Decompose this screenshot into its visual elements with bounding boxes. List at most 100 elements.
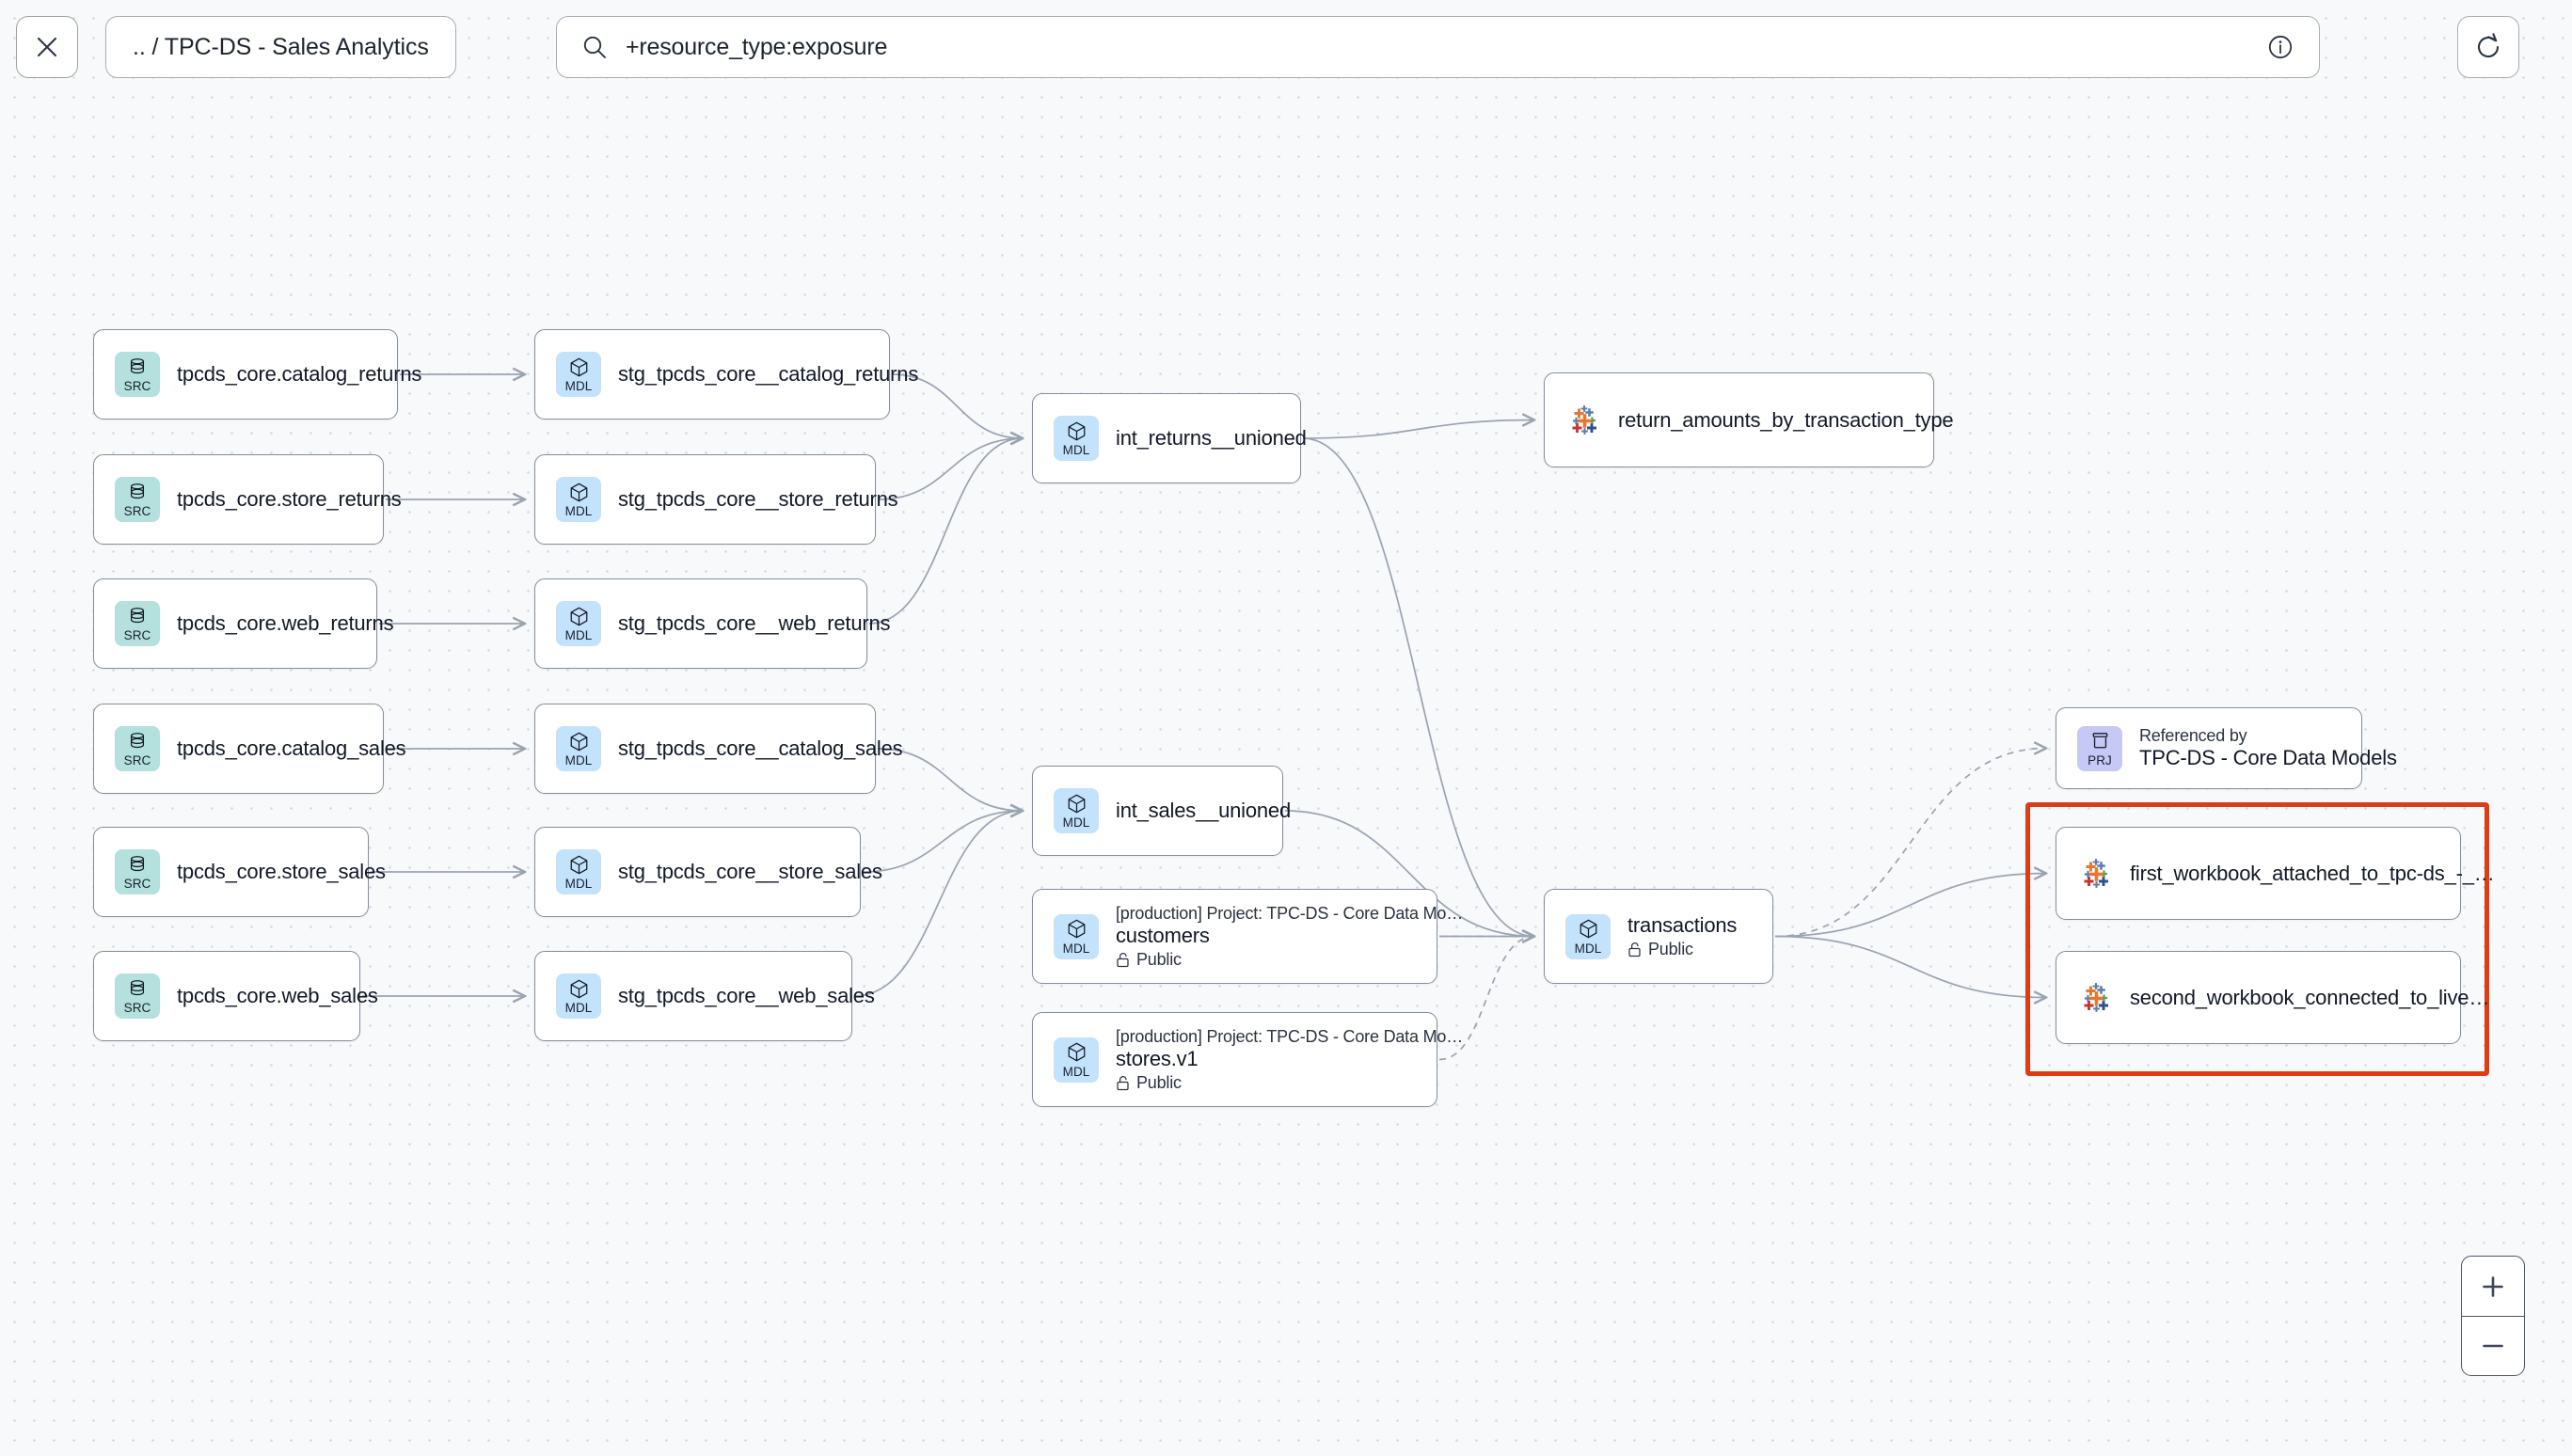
node-subtitle: [production] Project: TPC-DS - Core Data… — [1116, 1026, 1463, 1046]
lineage-node-mdl-int-sales-unioned[interactable]: MDL int_sales__unioned — [1032, 766, 1291, 856]
node-text: stg_tpcds_core__web_sales — [618, 984, 875, 1008]
lineage-node-mdl-stg-web-returns[interactable]: MDL stg_tpcds_core__web_returns — [534, 578, 891, 669]
node-text: first_workbook_attached_to_tpc-ds_-_… — [2130, 862, 2495, 886]
cube-icon — [1068, 919, 1085, 939]
model-badge: MDL — [1054, 913, 1099, 959]
cube-icon — [1580, 919, 1596, 939]
node-title: second_workbook_connected_to_live… — [2130, 985, 2490, 1009]
exposure-badge — [1565, 402, 1603, 439]
refresh-icon — [2477, 33, 2500, 58]
node-subtitle: Referenced by — [2139, 726, 2247, 745]
node-title: stg_tpcds_core__catalog_sales — [618, 736, 903, 760]
node-title: tpcds_core.store_returns — [177, 487, 402, 511]
model-badge: MDL — [556, 601, 601, 646]
badge-label: SRC — [123, 627, 151, 642]
unlock-icon — [1628, 942, 1641, 957]
lineage-node-exp-second-workbook[interactable]: second_workbook_connected_to_live… — [2056, 951, 2490, 1044]
node-text: transactions Public — [1627, 913, 1737, 959]
exposure-badge — [2077, 855, 2115, 893]
node-text: stg_tpcds_core__web_returns — [618, 611, 891, 636]
node-text: tpcds_core.web_sales — [177, 984, 378, 1008]
lineage-node-src-catalog-returns[interactable]: SRC tpcds_core.catalog_returns — [93, 329, 421, 419]
refresh-button[interactable] — [2457, 16, 2519, 78]
info-icon[interactable] — [2266, 33, 2294, 61]
cube-icon — [570, 607, 587, 625]
lineage-node-mdl-int-returns-unioned[interactable]: MDL int_returns__unioned — [1032, 393, 1307, 483]
node-text: return_amounts_by_transaction_type — [1618, 408, 1954, 433]
search-input[interactable] — [626, 33, 2266, 61]
badge-label: MDL — [564, 877, 593, 891]
database-icon — [130, 358, 145, 374]
lineage-node-mdl-stg-store-returns[interactable]: MDL stg_tpcds_core__store_returns — [534, 454, 898, 545]
badge-label: MDL — [564, 1001, 593, 1015]
project-badge: PRJ — [2077, 725, 2122, 771]
node-visibility-label: Public — [1136, 949, 1182, 969]
source-badge: SRC — [115, 352, 160, 397]
plus-icon — [2483, 1275, 2503, 1297]
cube-icon — [1068, 421, 1085, 440]
lineage-node-mdl-transactions[interactable]: MDL transactions Public — [1544, 889, 1773, 984]
node-text: stg_tpcds_core__store_returns — [618, 487, 898, 512]
node-text: int_sales__unioned — [1116, 799, 1291, 823]
lineage-node-src-web-returns[interactable]: SRC tpcds_core.web_returns — [93, 578, 394, 669]
node-title: stg_tpcds_core__store_sales — [618, 860, 882, 883]
breadcrumb-label: .. / TPC-DS - Sales Analytics — [133, 33, 429, 60]
lineage-node-src-web-sales[interactable]: SRC tpcds_core.web_sales — [93, 951, 378, 1041]
node-text: tpcds_core.web_returns — [177, 611, 394, 636]
zoom-controls[interactable] — [2461, 1256, 2525, 1376]
cube-icon — [1068, 794, 1085, 813]
node-title: tpcds_core.web_sales — [177, 984, 378, 1007]
badge-label: MDL — [564, 504, 593, 518]
source-badge: SRC — [115, 973, 160, 1019]
lineage-node-mdl-stg-catalog-returns[interactable]: MDL stg_tpcds_core__catalog_returns — [534, 329, 919, 419]
node-title: tpcds_core.store_sales — [177, 860, 386, 883]
tableau-workbook-icon — [2084, 858, 2108, 888]
badge-label: SRC — [123, 503, 151, 518]
node-title: customers — [1116, 923, 1210, 947]
model-badge: MDL — [556, 477, 601, 522]
source-badge: SRC — [115, 477, 160, 522]
lineage-node-exp-return-amounts[interactable]: return_amounts_by_transaction_type — [1544, 372, 1954, 467]
node-text: second_workbook_connected_to_live… — [2130, 985, 2490, 1010]
lineage-node-src-catalog-sales[interactable]: SRC tpcds_core.catalog_sales — [93, 704, 406, 794]
node-title: stg_tpcds_core__web_sales — [618, 984, 875, 1007]
lineage-node-mdl-stg-web-sales[interactable]: MDL stg_tpcds_core__web_sales — [534, 951, 875, 1041]
node-title: TPC-DS - Core Data Models — [2139, 746, 2397, 769]
node-subtitle: [production] Project: TPC-DS - Core Data… — [1116, 903, 1463, 923]
lineage-node-src-store-returns[interactable]: SRC tpcds_core.store_returns — [93, 454, 402, 545]
zoom-in-button[interactable] — [2462, 1257, 2524, 1316]
minus-icon — [2483, 1344, 2503, 1348]
badge-label: MDL — [1062, 1064, 1090, 1079]
badge-label: MDL — [564, 753, 593, 768]
search-bar[interactable] — [556, 16, 2320, 78]
node-title: stg_tpcds_core__catalog_returns — [618, 362, 919, 386]
database-icon — [130, 856, 145, 872]
cube-icon — [570, 357, 587, 376]
node-text: tpcds_core.store_sales — [177, 860, 386, 884]
node-text: tpcds_core.store_returns — [177, 487, 402, 512]
cube-icon — [570, 732, 587, 751]
badge-label: SRC — [123, 876, 151, 891]
lineage-node-src-store-sales[interactable]: SRC tpcds_core.store_sales — [93, 827, 386, 917]
model-badge: MDL — [556, 973, 601, 1019]
lineage-node-mdl-stg-catalog-sales[interactable]: MDL stg_tpcds_core__catalog_sales — [534, 704, 903, 794]
lineage-node-mdl-stores-v1[interactable]: MDL [production] Project: TPC-DS - Core … — [1032, 1012, 1463, 1107]
model-badge: MDL — [1054, 416, 1099, 461]
cube-icon — [570, 979, 587, 998]
node-visibility-label: Public — [1648, 940, 1693, 958]
lineage-node-mdl-stg-store-sales[interactable]: MDL stg_tpcds_core__store_sales — [534, 827, 882, 917]
badge-label: PRJ — [2088, 752, 2112, 768]
lineage-node-mdl-customers[interactable]: MDL [production] Project: TPC-DS - Core … — [1032, 889, 1463, 984]
close-button[interactable] — [16, 16, 78, 78]
lineage-node-exp-first-workbook[interactable]: first_workbook_attached_to_tpc-ds_-_… — [2056, 827, 2495, 920]
zoom-out-button[interactable] — [2462, 1316, 2524, 1375]
search-icon — [583, 36, 606, 58]
node-visibility: Public — [1116, 1073, 1416, 1093]
tableau-workbook-icon — [2084, 982, 2108, 1012]
badge-label: MDL — [564, 628, 593, 642]
close-icon — [37, 37, 57, 57]
breadcrumb[interactable]: .. / TPC-DS - Sales Analytics — [105, 16, 456, 78]
